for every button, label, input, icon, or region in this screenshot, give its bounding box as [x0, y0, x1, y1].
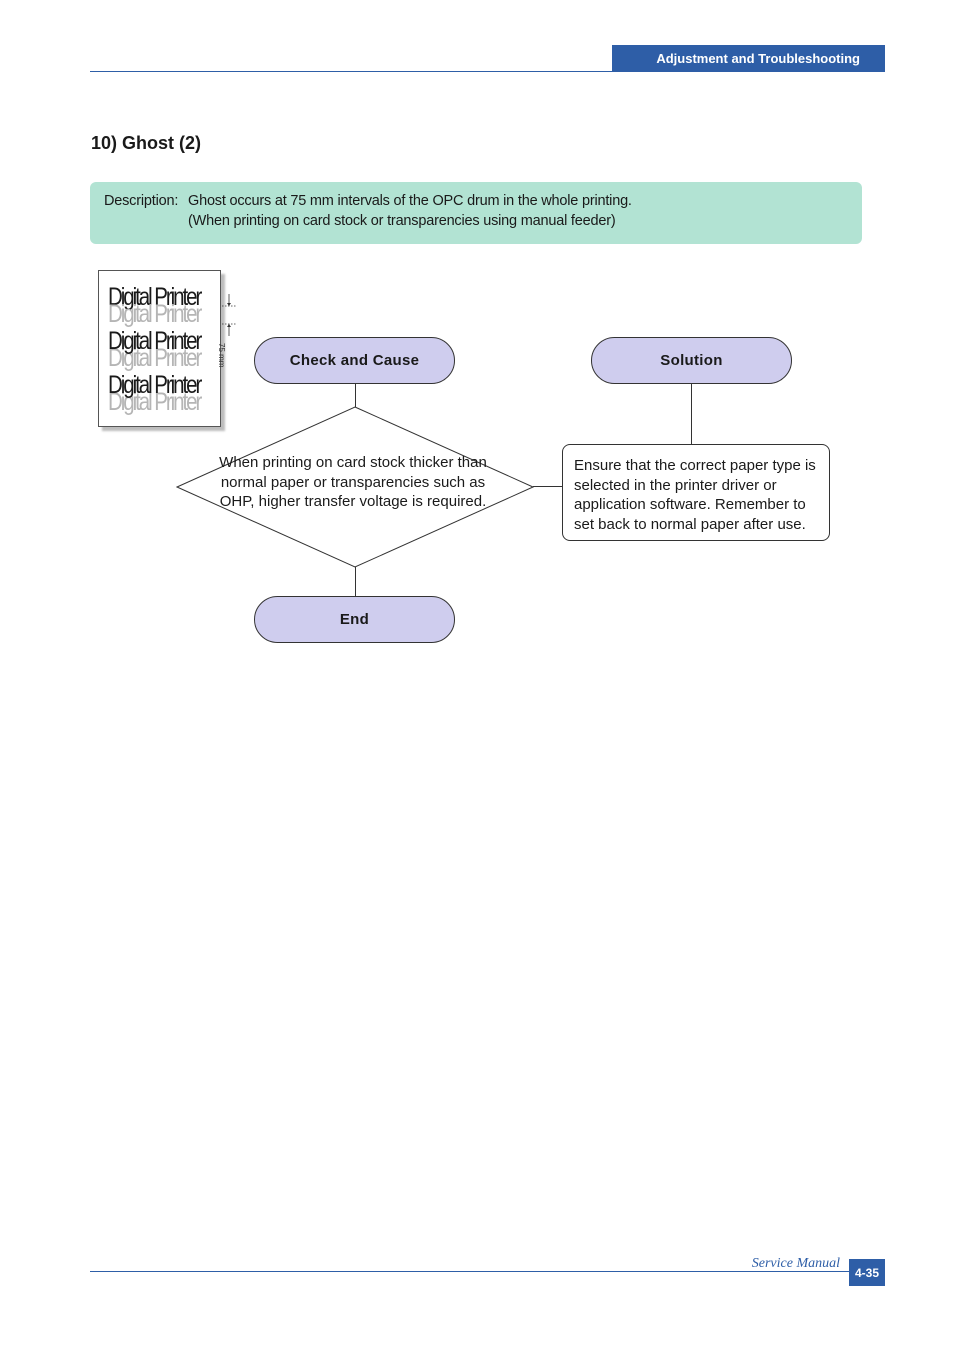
page-title: 10) Ghost (2)	[91, 133, 202, 153]
solution-text: Ensure that the correct paper type is se…	[574, 457, 816, 533]
description-label: Description:	[104, 193, 179, 209]
connector-line	[533, 486, 562, 487]
solution-text-box: Ensure that the correct paper type is se…	[562, 444, 830, 541]
cause-decision-diamond	[176, 406, 534, 568]
sample-text: Digital Printer	[108, 327, 202, 355]
page-number: 4-35	[849, 1259, 885, 1286]
connector-line	[355, 384, 356, 407]
sample-text: Digital Printer	[108, 371, 202, 399]
description-box: Description: Ghost occurs at 75 mm inter…	[90, 182, 862, 244]
sample-ghost-text: Digital Printer	[108, 388, 202, 416]
solution-node: Solution	[591, 337, 792, 384]
check-and-cause-node: Check and Cause	[254, 337, 455, 384]
connector-line	[355, 567, 356, 597]
interval-measure-label: 75 mm	[217, 343, 226, 368]
footer-manual-label: Service Manual	[751, 1256, 840, 1271]
description-line-2: (When printing on card stock or transpar…	[188, 213, 616, 229]
footer-divider	[90, 1271, 850, 1272]
section-header-tab: Adjustment and Troubleshooting	[612, 45, 885, 72]
end-node: End	[254, 596, 455, 643]
connector-line	[691, 384, 692, 444]
sample-text: Digital Printer	[108, 283, 202, 311]
cause-text: When printing on card stock thicker than…	[219, 454, 487, 510]
description-line-1: Ghost occurs at 75 mm intervals of the O…	[188, 193, 632, 209]
ghost-sample-illustration: Digital Printer Digital Printer Digital …	[98, 270, 221, 427]
sample-ghost-text: Digital Printer	[108, 300, 202, 328]
sample-ghost-text: Digital Printer	[108, 344, 202, 372]
header-divider	[90, 71, 885, 72]
interval-measure-marker	[222, 294, 236, 336]
